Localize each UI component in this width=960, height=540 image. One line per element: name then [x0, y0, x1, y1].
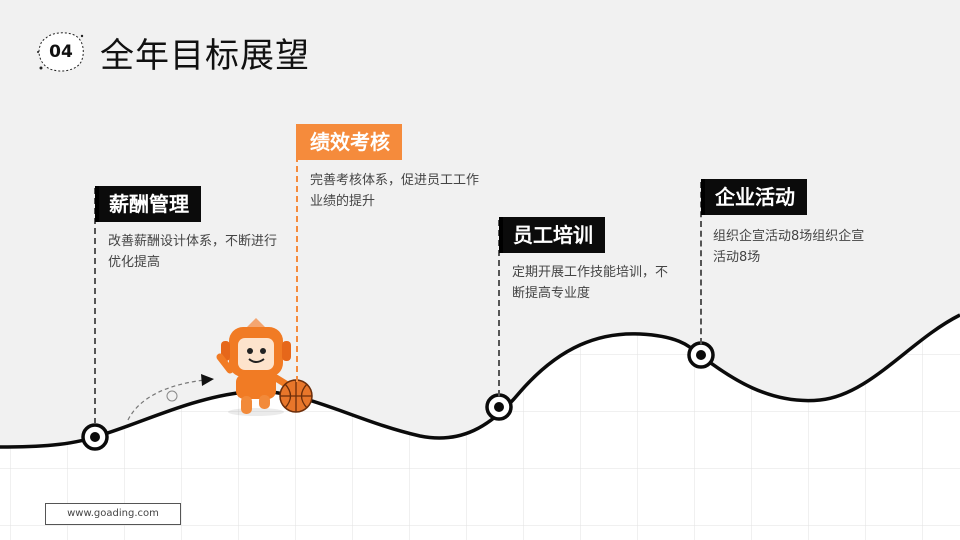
milestone-2-label: 绩效考核 [296, 124, 402, 160]
section-badge: 04 [36, 30, 86, 74]
wave-line [0, 313, 960, 449]
milestone-3-dashed-line [498, 220, 500, 396]
milestone-1-dashed-line [94, 188, 96, 424]
milestone-1-label: 薪酬管理 [95, 186, 201, 222]
page-title: 全年目标展望 [100, 36, 310, 76]
basketball-icon [279, 379, 313, 413]
website-footer: www.goading.com [45, 503, 181, 525]
milestone-4-description: 组织企宣活动8场组织企宣活动8场 [713, 229, 865, 265]
milestone-point-4 [687, 341, 715, 369]
milestone-point-3 [485, 393, 513, 421]
milestone-2-description: 完善考核体系，促进员工工作业绩的提升 [310, 173, 480, 209]
milestone-1-description: 改善薪酬设计体系，不断进行优化提高 [108, 234, 278, 270]
robot-mascot-icon [216, 318, 293, 416]
milestone-4-label: 企业活动 [701, 179, 807, 215]
milestone-4-dashed-line [700, 182, 702, 344]
milestone-3-label: 员工培训 [499, 217, 605, 253]
badge-shape-icon [37, 32, 84, 72]
milestone-point-1 [81, 423, 109, 451]
section-number: 04 [49, 42, 73, 62]
milestone-2-dashed-line [296, 126, 298, 382]
arrow-icon [127, 374, 214, 421]
milestone-3-description: 定期开展工作技能培训，不断提高专业度 [512, 265, 669, 301]
